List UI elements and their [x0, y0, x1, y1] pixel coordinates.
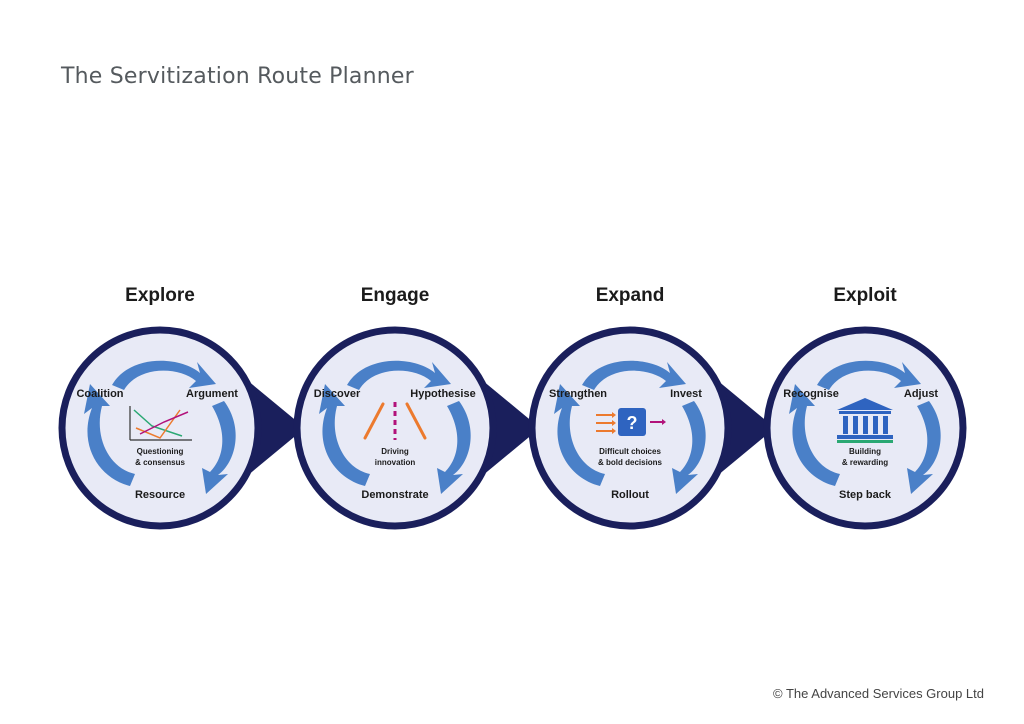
cycle-arrows — [554, 360, 706, 494]
stage-exploit: Exploit Recognise Adjust Step back Build… — [763, 285, 967, 530]
cycle-arrow-right — [202, 401, 236, 494]
cycle-arrows — [789, 360, 941, 494]
stage-explore: Explore Coalition Argument Resource Ques… — [58, 285, 305, 530]
caption-line-1: Driving — [381, 447, 409, 456]
label-bottom: Resource — [135, 489, 185, 501]
cycle-arrows — [84, 360, 236, 494]
copyright-footer: © The Advanced Services Group Ltd — [773, 686, 984, 701]
label-top-left: Coalition — [76, 388, 123, 400]
label-bottom: Step back — [839, 489, 892, 501]
caption-line-2: & bold decisions — [598, 458, 663, 467]
caption-line-2: & rewarding — [842, 458, 888, 467]
caption-line-1: Questioning — [137, 447, 184, 456]
label-top-left: Strengthen — [549, 388, 607, 400]
label-top-right: Adjust — [904, 388, 939, 400]
bank-building-icon — [837, 398, 893, 443]
stage-title: Exploit — [833, 285, 897, 306]
caption-line-2: innovation — [375, 458, 416, 467]
cycle-arrow-top — [112, 360, 216, 390]
label-top-right: Invest — [670, 388, 702, 400]
label-bottom: Rollout — [611, 489, 649, 501]
cycle-arrow-right — [907, 401, 941, 494]
cycle-arrow-right — [672, 401, 706, 494]
cycle-arrows — [319, 360, 471, 494]
cycle-arrow-left — [554, 384, 605, 486]
road-icon — [363, 402, 427, 440]
cycle-arrow-left — [319, 384, 370, 486]
stage-title: Expand — [596, 285, 665, 306]
label-top-right: Argument — [186, 388, 238, 400]
caption-line-2: & consensus — [135, 458, 185, 467]
stage-title: Engage — [361, 285, 430, 306]
stage-title: Explore — [125, 285, 195, 306]
page-title: The Servitization Route Planner — [61, 64, 414, 89]
caption-line-1: Building — [849, 447, 881, 456]
chart-lines-icon — [129, 406, 192, 441]
cycle-arrow-top — [817, 360, 921, 390]
label-top-left: Discover — [314, 388, 361, 400]
cycle-arrow-right — [437, 401, 471, 494]
question-mark: ? — [627, 413, 638, 433]
stage-engage: Engage Discover Hypothesise Demonstrate … — [293, 285, 540, 530]
stage-expand: Expand Strengthen Invest Rollout ? Diffi… — [528, 285, 775, 530]
label-bottom: Demonstrate — [361, 489, 428, 501]
question-box-icon: ? — [596, 408, 666, 436]
cycle-arrow-top — [347, 360, 451, 390]
caption-line-1: Difficult choices — [599, 447, 661, 456]
cycle-arrow-left — [84, 384, 135, 486]
label-top-right: Hypothesise — [410, 388, 475, 400]
cycle-arrow-top — [582, 360, 686, 390]
label-top-left: Recognise — [783, 388, 839, 400]
cycle-arrow-left — [789, 384, 840, 486]
